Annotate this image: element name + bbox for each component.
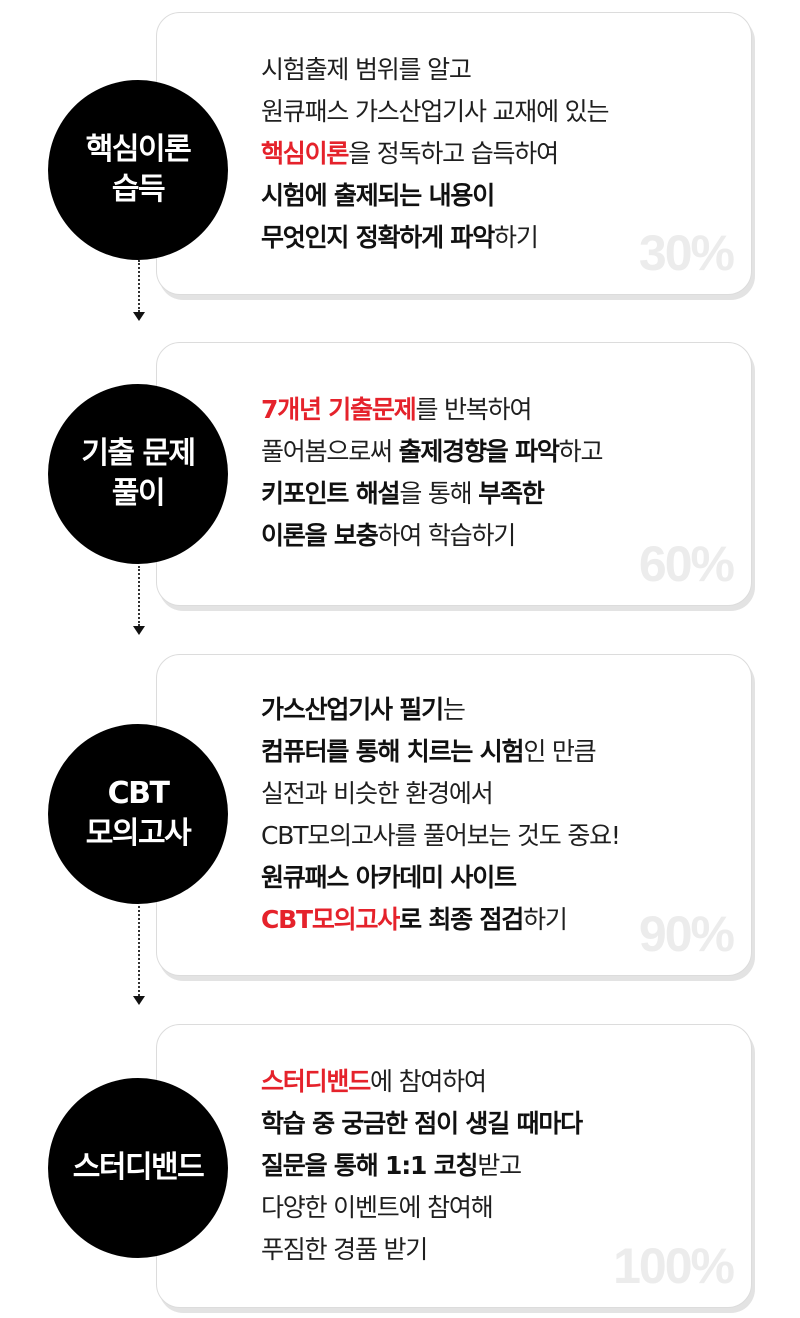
arrow-down-icon xyxy=(133,996,145,1005)
step-text-3: 가스산업기사 필기는 컴퓨터를 통해 치르는 시험인 만큼 실전과 비슷한 환경… xyxy=(261,689,621,941)
step-badge-3: CBT 모의고사 xyxy=(48,724,228,904)
step-badge-1: 핵심이론 습득 xyxy=(48,80,228,260)
step-percent-4: 100% xyxy=(613,1238,735,1294)
connector-1 xyxy=(138,260,140,312)
step-line: 학습 중 궁금한 점이 생길 때마다 xyxy=(261,1109,583,1138)
step-text-1: 시험출제 범위를 알고 원큐패스 가스산업기사 교재에 있는 핵심이론을 정독하… xyxy=(261,49,609,259)
step-card-4: 스터디밴드에 참여하여 학습 중 궁금한 점이 생길 때마다 질문을 통해 1:… xyxy=(156,1024,752,1308)
step-percent-2: 60% xyxy=(638,536,735,592)
step-line: 가스산업기사 필기는 xyxy=(261,695,466,724)
step-text-4: 스터디밴드에 참여하여 학습 중 궁금한 점이 생길 때마다 질문을 통해 1:… xyxy=(261,1061,583,1271)
step-line: 풀어봄으로써 출제경향을 파악하고 xyxy=(261,437,603,466)
step-line: 무엇인지 정확하게 파악하기 xyxy=(261,223,539,252)
step-text-2: 7개년 기출문제를 반복하여 풀어봄으로써 출제경향을 파악하고 키포인트 해설… xyxy=(261,389,603,557)
step-line: 키포인트 해설을 통해 부족한 xyxy=(261,479,545,508)
step-line: 7개년 기출문제를 반복하여 xyxy=(261,395,532,424)
arrow-down-icon xyxy=(133,626,145,635)
step-percent-1: 30% xyxy=(638,225,735,281)
step-line: CBT모의고사로 최종 점검하기 xyxy=(261,905,568,934)
step-line: 푸짐한 경품 받기 xyxy=(261,1235,428,1264)
connector-2 xyxy=(138,566,140,626)
step-line: 원큐패스 아카데미 사이트 xyxy=(261,863,517,892)
arrow-down-icon xyxy=(133,312,145,321)
step-line: 원큐패스 가스산업기사 교재에 있는 xyxy=(261,97,609,126)
connector-3 xyxy=(138,906,140,996)
step-line: 시험출제 범위를 알고 xyxy=(261,55,472,84)
step-line: 질문을 통해 1:1 코칭받고 xyxy=(261,1151,522,1180)
step-percent-3: 90% xyxy=(638,906,735,962)
step-line: CBT모의고사를 풀어보는 것도 중요! xyxy=(261,821,621,850)
step-line: 다양한 이벤트에 참여해 xyxy=(261,1193,494,1222)
step-card-1: 시험출제 범위를 알고 원큐패스 가스산업기사 교재에 있는 핵심이론을 정독하… xyxy=(156,12,752,295)
step-badge-2: 기출 문제 풀이 xyxy=(48,384,228,564)
step-badge-4: 스터디밴드 xyxy=(48,1078,228,1258)
step-line: 스터디밴드에 참여하여 xyxy=(261,1067,487,1096)
step-line: 시험에 출제되는 내용이 xyxy=(261,181,495,210)
step-line: 실전과 비슷한 환경에서 xyxy=(261,779,494,808)
step-line: 핵심이론을 정독하고 습득하여 xyxy=(261,139,559,168)
step-line: 컴퓨터를 통해 치르는 시험인 만큼 xyxy=(261,737,597,766)
step-card-3: 가스산업기사 필기는 컴퓨터를 통해 치르는 시험인 만큼 실전과 비슷한 환경… xyxy=(156,654,752,976)
step-line: 이론을 보충하여 학습하기 xyxy=(261,521,516,550)
step-card-2: 7개년 기출문제를 반복하여 풀어봄으로써 출제경향을 파악하고 키포인트 해설… xyxy=(156,342,752,606)
